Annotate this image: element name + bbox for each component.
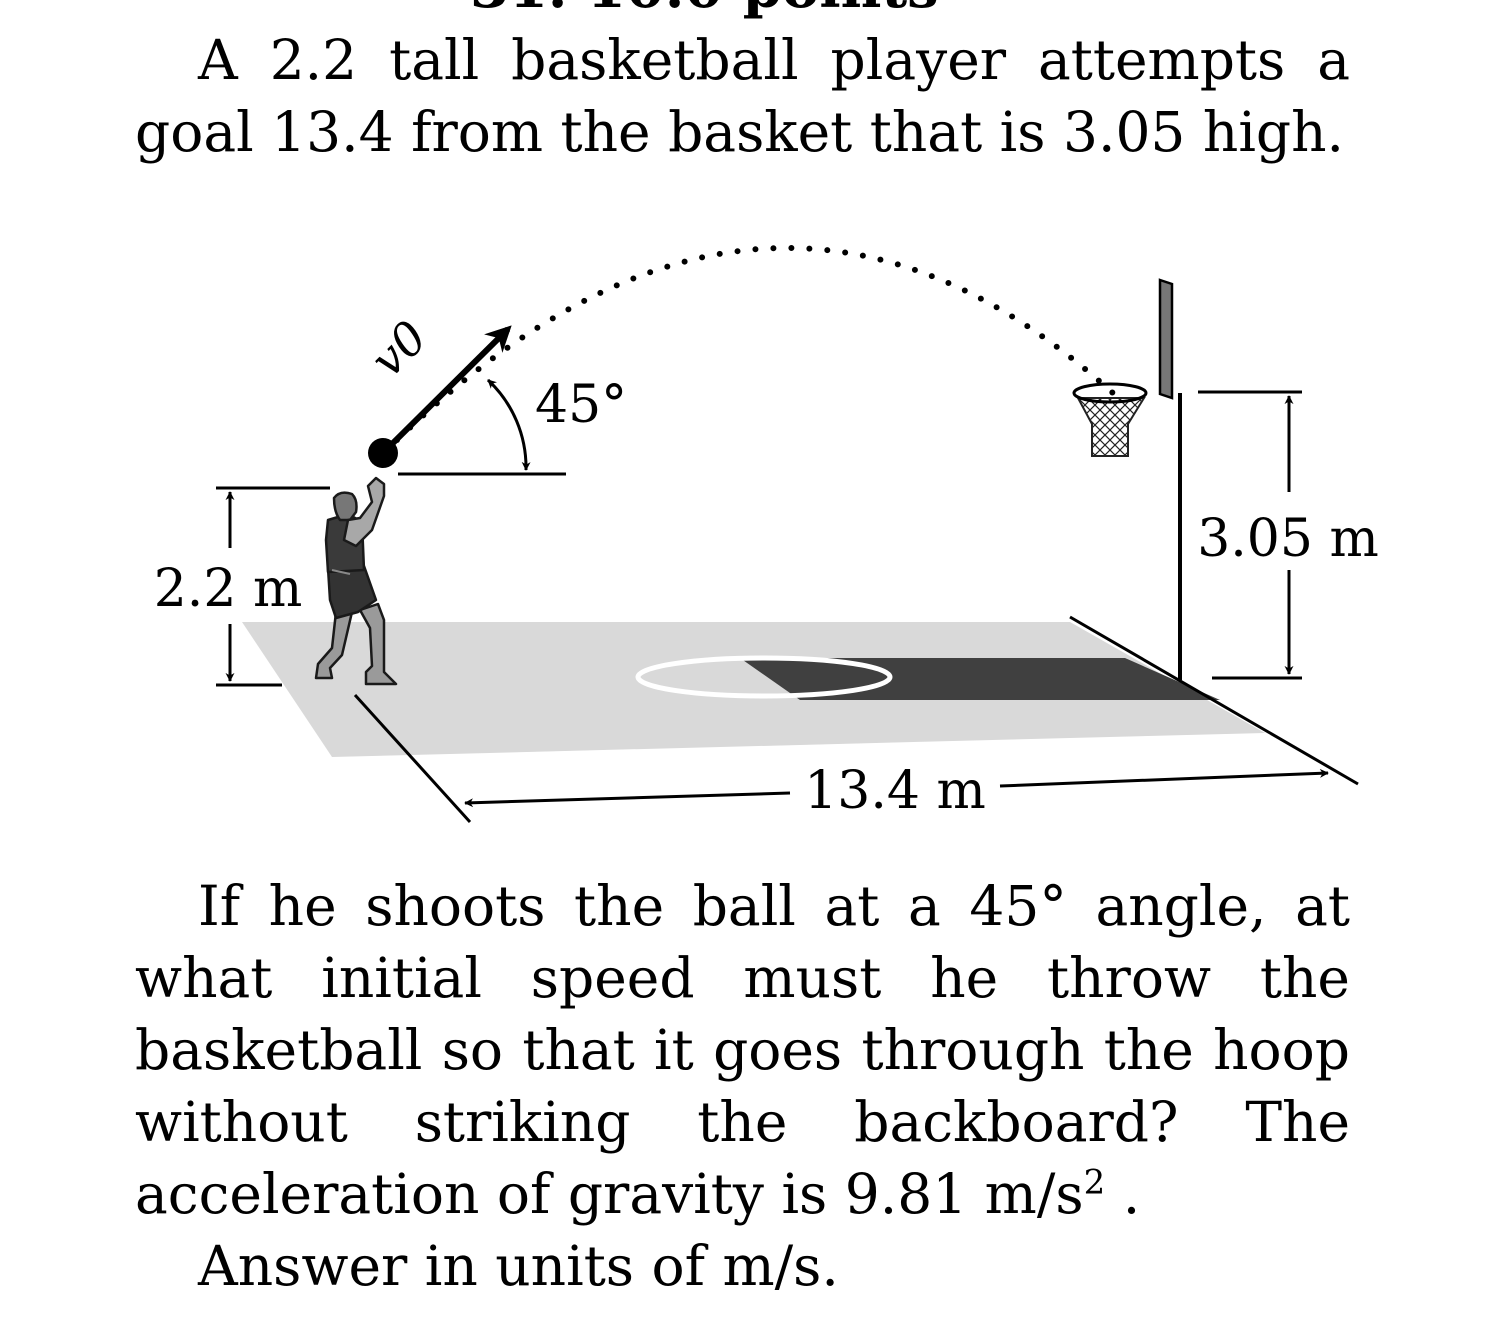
distance-label: 13.4 m [804, 761, 986, 821]
basket-rim [1072, 382, 1148, 404]
question-text-end: . [1105, 1162, 1141, 1226]
question-exponent: 2 [1083, 1162, 1106, 1203]
basketball-diagram: 13.4 m 2.2 m v0 45° 3.05 m [154, 245, 1379, 824]
angle-arc [486, 378, 531, 471]
question-paragraph: If he shoots the ball at a 45° angle, at… [135, 870, 1350, 1230]
player-baseline [353, 693, 472, 824]
basket-baseline [1069, 615, 1359, 786]
basket-height-label: 3.05 m [1197, 509, 1379, 569]
distance-arrow-left [464, 791, 791, 808]
angle-label: 45° [535, 375, 627, 435]
court-circle [635, 655, 893, 699]
intro-paragraph: A 2.2 tall basketball player attempts a … [135, 28, 1350, 164]
backboard [1158, 278, 1174, 400]
velocity-label: v0 [360, 310, 437, 387]
distance-arrow-right [999, 768, 1329, 788]
ball-trajectory [394, 245, 1118, 443]
problem-heading: 31. 10.0 points [470, 0, 939, 16]
answer-instruction: Answer in units of m/s. [198, 1234, 839, 1298]
player-figure [314, 476, 398, 686]
basket-net [1076, 397, 1146, 457]
question-text: If he shoots the ball at a 45° angle, at… [135, 874, 1350, 1226]
player-height-label: 2.2 m [154, 559, 303, 619]
court-floor [242, 622, 1265, 757]
basketball [368, 438, 398, 468]
